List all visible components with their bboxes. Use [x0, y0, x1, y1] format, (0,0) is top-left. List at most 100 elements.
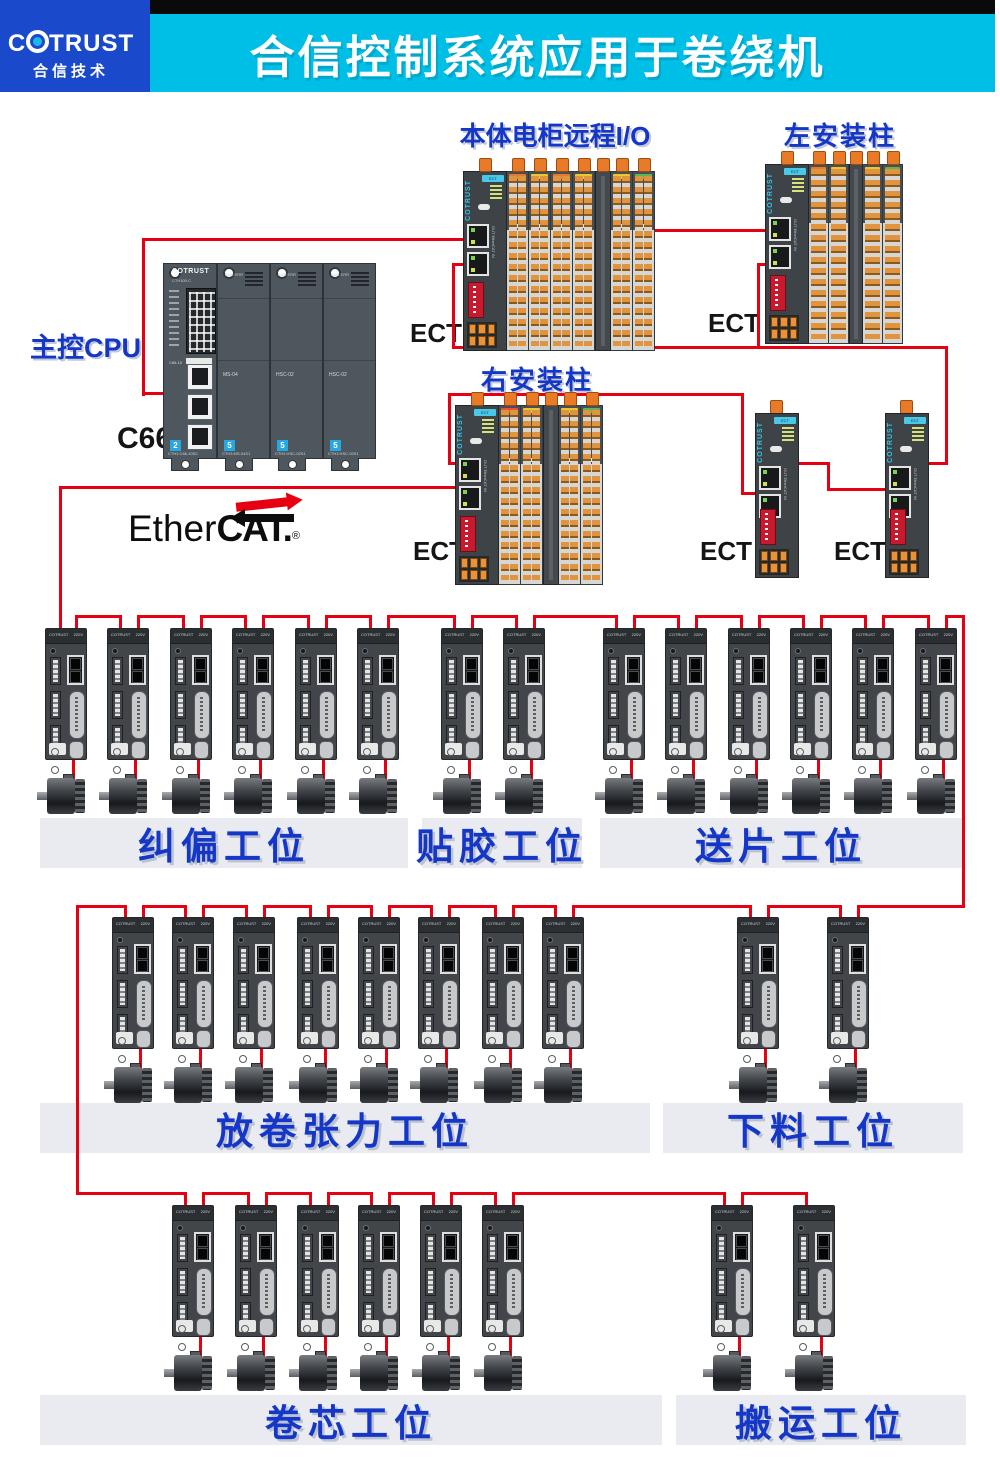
drive-ethernet-ports	[442, 1232, 459, 1262]
servo-motor	[225, 1063, 273, 1103]
servo-motor	[474, 1063, 522, 1103]
motor-body	[297, 778, 325, 814]
motor-shaft	[289, 1081, 299, 1089]
power-feed-module	[595, 171, 611, 351]
motor-shaft	[162, 792, 172, 800]
mount-clip-icon	[887, 151, 900, 165]
station-label: 纠偏工位	[138, 826, 310, 867]
drive-encoder-connector	[442, 980, 458, 1028]
ethercat-wire	[494, 905, 497, 919]
mount-clip-icon	[850, 151, 863, 165]
drive-serial-connector	[814, 741, 829, 759]
servo-motor	[703, 1351, 751, 1391]
drive-terminal-block	[425, 1234, 436, 1262]
ethercat-wire	[509, 1335, 512, 1359]
coupler-tag: ECT	[774, 417, 796, 424]
drive-brand-text: COTRUST	[299, 632, 319, 637]
drive-brand-text: COTRUST	[486, 1209, 506, 1214]
ethercat-wire	[142, 238, 145, 396]
drive-serial-connector	[752, 741, 767, 759]
ethercat-wire	[75, 615, 78, 630]
drive-voltage-text: 220V	[943, 632, 953, 637]
dip-switch	[460, 516, 476, 552]
motor-endcap	[202, 1068, 212, 1102]
drive-terminal-block	[832, 946, 843, 974]
ethercat-wire	[572, 905, 575, 919]
label-left-column: 左安装柱	[783, 121, 896, 151]
drive-led-icon	[508, 648, 514, 654]
drive-encoder-connector	[851, 980, 867, 1028]
drive-ethernet-ports	[625, 655, 642, 685]
drive-ethernet-ports	[257, 1232, 274, 1262]
ethercat-wire	[453, 615, 456, 630]
cpu-card-slot	[186, 358, 212, 364]
module-led-label: RUN ERR	[277, 272, 296, 277]
drive-voltage-text: 220V	[880, 632, 890, 637]
motor-endcap	[202, 1356, 212, 1390]
motor-body	[505, 778, 533, 814]
drive-ethernet-ports	[255, 944, 272, 974]
motor-shaft	[819, 1081, 829, 1089]
ethercat-wire	[197, 758, 200, 782]
ethercat-wire	[244, 615, 247, 630]
motor-body	[739, 1067, 767, 1103]
ethercat-wire	[184, 1192, 187, 1207]
drive-terminal-block	[742, 946, 753, 974]
dip-switch	[770, 275, 786, 311]
station-label: 贴胶工位	[416, 826, 588, 867]
ethercat-wire	[200, 615, 247, 618]
io-terminal-column	[540, 176, 548, 346]
servo-motor	[350, 1351, 398, 1391]
drive-terminal-block	[508, 691, 519, 719]
drive-voltage-text: 220V	[260, 632, 270, 637]
label-ect-2: ECT	[708, 308, 760, 338]
io-terminal-column	[885, 169, 893, 339]
drive-ground-plate	[607, 743, 624, 774]
drive-terminal-block	[423, 946, 434, 974]
coupler-port-label: OUT EtherCAT IN	[491, 226, 496, 258]
io-module-latch	[563, 458, 576, 462]
ethercat-wire	[432, 1192, 435, 1207]
drive-encoder-connector	[259, 1268, 275, 1316]
io-module	[829, 164, 849, 344]
io-module	[863, 164, 883, 344]
motor-endcap	[327, 1068, 337, 1102]
ethercat-wire	[817, 758, 820, 782]
motor-shaft	[225, 1081, 235, 1089]
drive-terminal-block	[300, 691, 311, 719]
drive-led-icon	[177, 1225, 183, 1231]
motor-endcap	[387, 779, 397, 813]
drive-led-icon	[117, 937, 123, 943]
ethercat-wire	[245, 905, 248, 919]
module-groove	[271, 360, 322, 361]
motor-endcap	[695, 779, 705, 813]
cpu-model-text: CTH300-C	[172, 278, 192, 283]
drive-terminal-block	[920, 657, 931, 685]
io-module-tag	[635, 174, 652, 179]
module-label: HSC-02	[276, 372, 294, 378]
motor-body	[174, 1067, 202, 1103]
ethercat-wire	[802, 615, 805, 630]
drive-terminal-block	[363, 1234, 374, 1262]
drive-terminal-block	[175, 691, 186, 719]
coupler-led-icon	[912, 427, 924, 441]
ethercat-wire	[247, 1192, 250, 1207]
drive-brand-text: COTRUST	[856, 632, 876, 637]
station-label-bar: 下料工位	[663, 1103, 963, 1153]
ethercat-wire	[677, 615, 680, 630]
label-ect-5: ECT	[834, 536, 886, 566]
drive-serial-connector	[257, 1030, 272, 1048]
ethercat-wire	[77, 1192, 185, 1195]
drive-ground-plate	[361, 743, 378, 774]
drive-voltage-text: 220V	[510, 921, 520, 926]
ethercat-wire	[385, 1047, 388, 1071]
drive-ethernet-ports	[463, 655, 480, 685]
